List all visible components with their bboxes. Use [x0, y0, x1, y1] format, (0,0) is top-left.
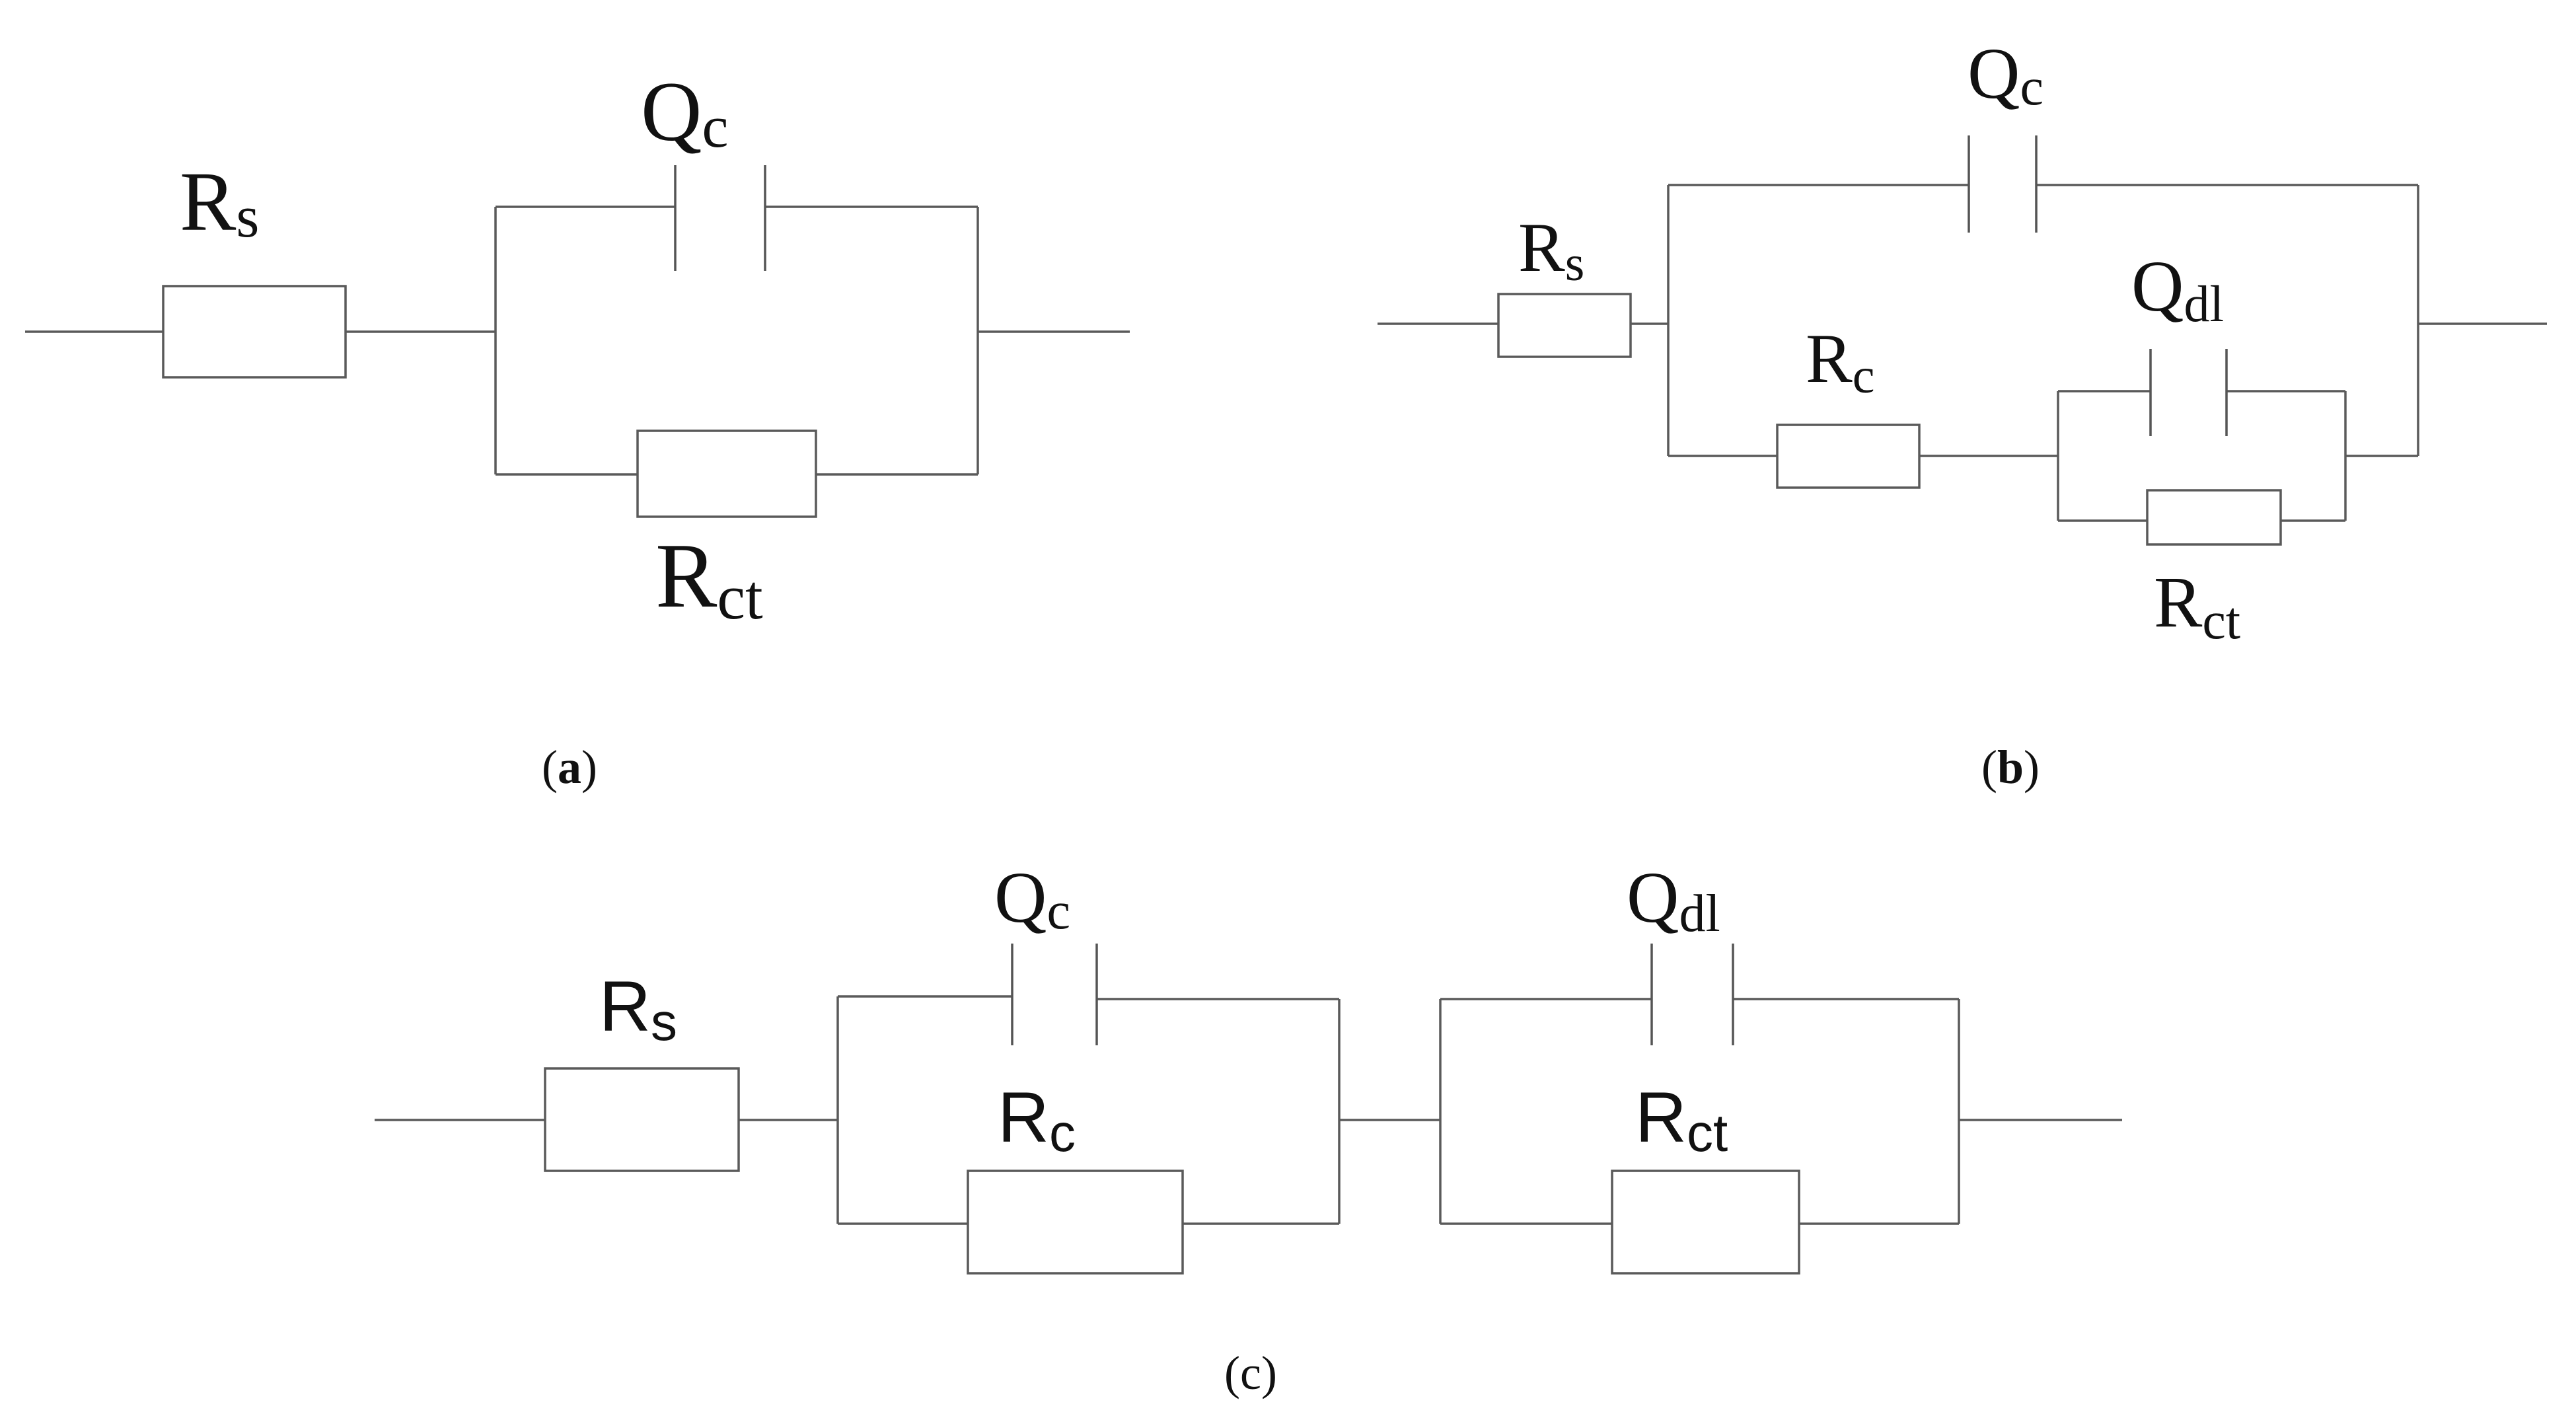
panel-b-qdl-capacitor [2149, 349, 2228, 436]
panel-b-rc-resistor [1776, 424, 1921, 489]
panel-b-rs-resistor [1497, 293, 1632, 358]
panel-a-qc-label: Qc [641, 65, 728, 160]
panel-a: Rs Qc Rct (a) [25, 65, 1130, 794]
panel-a-rct-label: Rct [655, 525, 763, 632]
panel-c-rc-label: Rc [998, 1077, 1076, 1162]
panel-c-rct-resistor [1611, 1170, 1800, 1275]
panel-a-rs-label: Rs [180, 155, 259, 250]
panel-c-qc-capacitor [1011, 944, 1098, 1045]
panel-b-rct-label: Rct [2154, 562, 2240, 650]
panel-c-qc-label: Qc [994, 857, 1070, 940]
panel-b-rc-label: Rc [1806, 320, 1874, 404]
panel-c-rct-label: Rct [1635, 1077, 1728, 1162]
panel-c-rc-resistor [967, 1170, 1184, 1275]
panel-b-rct-resistor [2146, 489, 2282, 546]
panel-a-rct-resistor [636, 429, 817, 518]
panel-c-rs-resistor [544, 1067, 740, 1172]
panel-a-qc-capacitor [674, 165, 766, 271]
panel-b: Rs Qc Rc Qdl Rct (b) [1378, 33, 2547, 794]
panel-c-wires [375, 995, 2122, 1225]
panel-b-wires [1378, 184, 2547, 522]
panel-c-qdl-capacitor [1650, 944, 1734, 1045]
panel-b-qc-label: Qc [1968, 33, 2043, 116]
panel-b-caption: (b) [1981, 741, 2040, 794]
panel-c-caption: (c) [1224, 1347, 1277, 1399]
panel-a-rs-resistor [162, 285, 347, 379]
panel-c: Rs Qc Rc Qdl Rct (c) [375, 857, 2122, 1399]
panel-a-wires [25, 205, 1130, 476]
panel-b-qdl-label: Qdl [2131, 246, 2224, 332]
panel-b-qc-capacitor [1968, 135, 2038, 233]
panel-c-rs-label: Rs [599, 966, 677, 1051]
panel-a-caption: (a) [542, 741, 597, 794]
panel-c-qdl-label: Qdl [1627, 857, 1720, 943]
panel-b-rs-label: Rs [1518, 209, 1584, 291]
